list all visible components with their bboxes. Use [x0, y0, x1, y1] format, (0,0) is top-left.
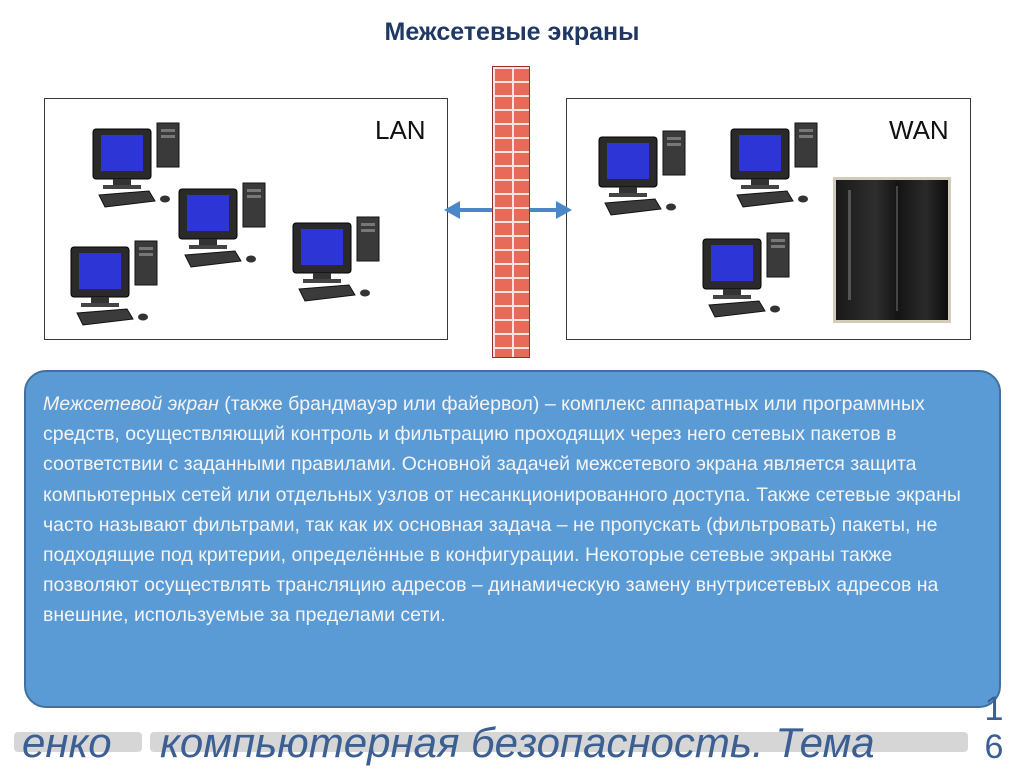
definition-box: Межсетевой экран (также брандмауэр или ф… [24, 370, 1001, 708]
wan-label: WAN [889, 115, 949, 146]
lan-label: LAN [375, 115, 426, 146]
page-number: 16 [982, 690, 1006, 766]
computer-icon [597, 129, 703, 225]
footer-fragment: енко [22, 718, 112, 768]
firewall-brick-wall [492, 66, 530, 358]
footer-course-title: компьютерная безопасность. Тема [160, 718, 875, 768]
computer-icon [291, 215, 397, 311]
computer-icon [69, 239, 175, 335]
wan-network-box: WAN [566, 98, 971, 340]
computer-icon [701, 231, 807, 327]
definition-term: Межсетевой экран [43, 393, 219, 415]
page-title: Межсетевые экраны [0, 18, 1024, 47]
definition-text: Межсетевой экран (также брандмауэр или ф… [43, 389, 979, 631]
computer-icon [729, 121, 835, 217]
lan-network-box: LAN [44, 98, 448, 340]
computer-icon [177, 181, 283, 277]
definition-body: (также брандмауэр или файервол) – компле… [43, 393, 961, 626]
server-icon [833, 177, 951, 323]
